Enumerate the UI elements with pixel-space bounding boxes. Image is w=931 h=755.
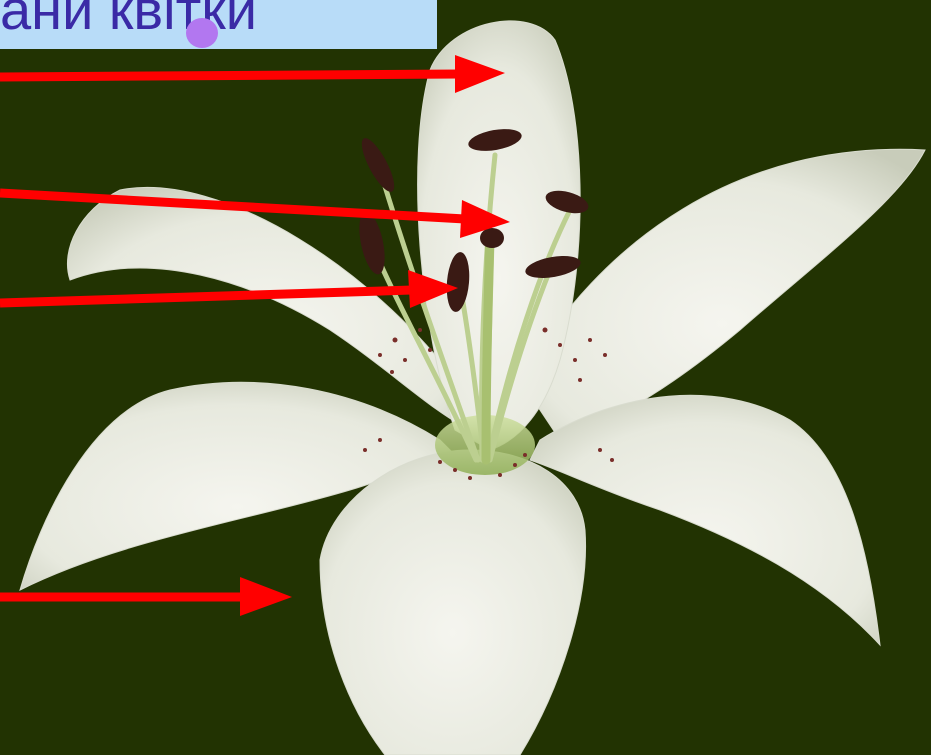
pointer-anther [0,270,458,308]
pointer-stamen [0,193,510,238]
cursor-dot [186,18,218,48]
pointer-petal-top [0,55,505,93]
pointer-petal-lower [0,577,292,616]
title-box: ани квітки [0,0,437,49]
slide-title: ани квітки [0,0,257,40]
